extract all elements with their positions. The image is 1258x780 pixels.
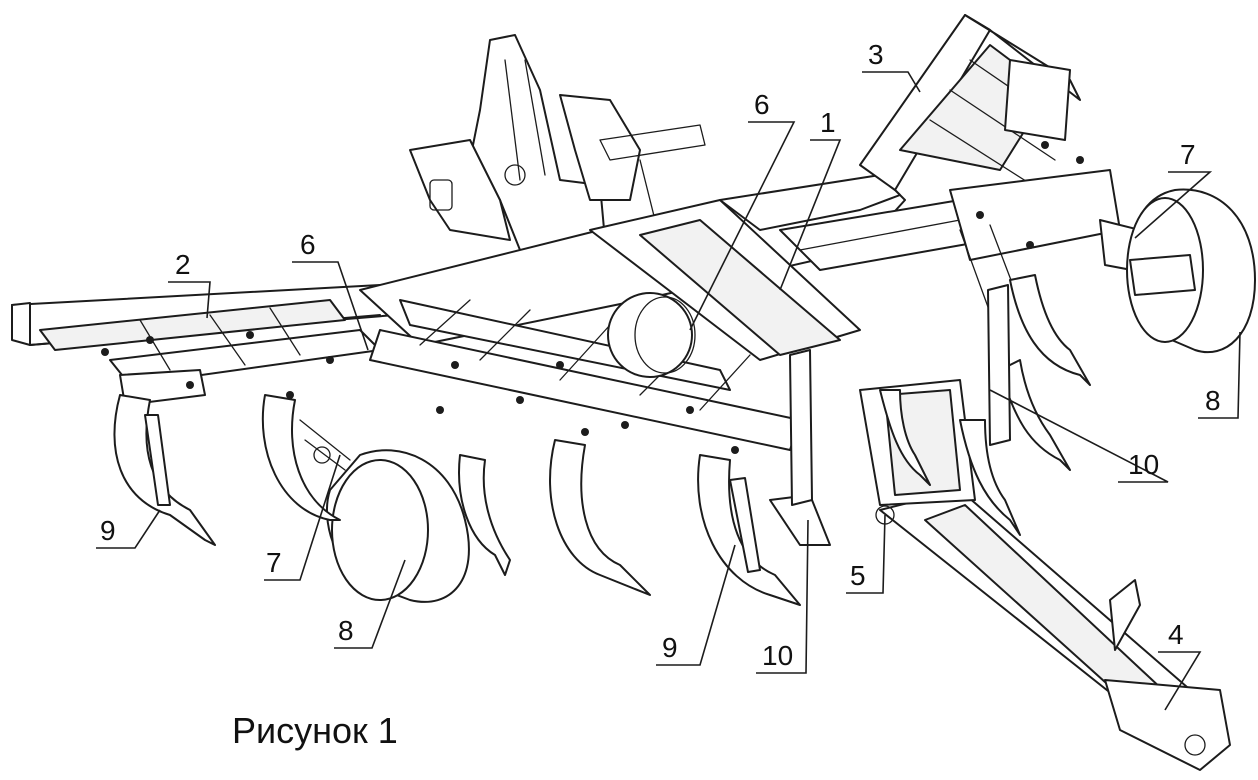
callout-10-right: 10	[1128, 449, 1159, 480]
figure-caption: Рисунок 1	[232, 710, 398, 751]
central-wheel	[607, 292, 696, 378]
tines	[113, 274, 1091, 606]
left-support-wheel	[299, 419, 470, 603]
leader-lines	[96, 71, 1241, 711]
right-wing-frame	[859, 14, 1186, 341]
callout-7-left: 7	[266, 547, 282, 578]
callout-1: 1	[820, 107, 836, 138]
callout-8-right: 8	[1205, 385, 1221, 416]
callout-2: 2	[175, 249, 191, 280]
left-wing-frame	[11, 284, 396, 406]
callout-labels: 1 2 3 4 5 6 6 7 7 8 8 9 9 10 10	[100, 39, 1221, 671]
callout-6-center: 6	[754, 89, 770, 120]
callout-10-center: 10	[762, 640, 793, 671]
callout-9-center: 9	[662, 632, 678, 663]
drawbar	[859, 379, 1231, 771]
rear-hitch-assembly	[409, 34, 706, 261]
callout-7-right: 7	[1180, 139, 1196, 170]
callout-5: 5	[850, 560, 866, 591]
callout-4: 4	[1168, 619, 1184, 650]
right-support-wheel	[1126, 188, 1256, 354]
callout-6-left: 6	[300, 229, 316, 260]
callout-8-left: 8	[338, 615, 354, 646]
callout-9-left: 9	[100, 515, 116, 546]
callout-3: 3	[868, 39, 884, 70]
depth-adjust-posts	[789, 284, 1011, 506]
